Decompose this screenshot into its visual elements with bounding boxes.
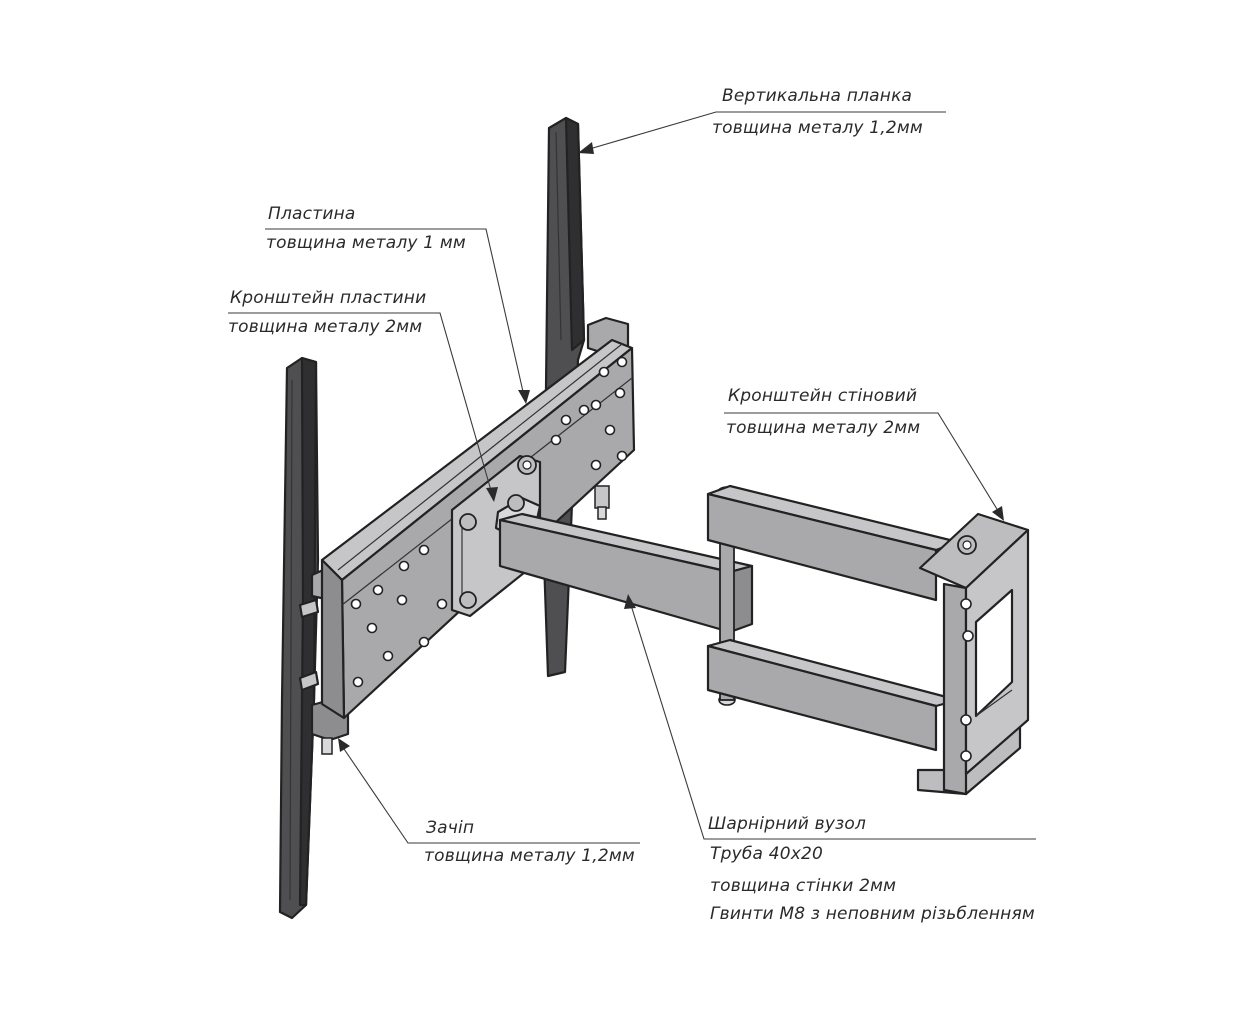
plate-name-label: Пластина <box>268 204 356 224</box>
latch-name-label: Зачіп <box>426 818 475 838</box>
wall-bracket-name-label: Кронштейн стіновий <box>728 386 918 406</box>
plate-spec-label: товщина металу 1 мм <box>266 233 466 253</box>
bolt-nuts <box>459 455 537 609</box>
wall-bracket <box>916 512 1030 796</box>
plate-bracket-spec-label: товщина металу 2мм <box>228 317 423 337</box>
hinge-screws-label: Гвинти М8 з неповним різьбленням <box>710 904 1035 924</box>
latch-spec-label: товщина металу 1,2мм <box>424 846 635 866</box>
vertical-bar-spec-label: товщина металу 1,2мм <box>712 118 923 138</box>
vertical-bar-name-label: Вертикальна планка <box>722 86 913 106</box>
hinge-name-label: Шарнірний вузол <box>708 814 867 834</box>
plate-bracket-name-label: Кронштейн пластини <box>230 288 427 308</box>
vertical-bar-front <box>278 356 320 920</box>
hinge-spec-label: товщина стінки 2мм <box>710 876 897 896</box>
wall-bracket-spec-label: товщина металу 2мм <box>726 418 921 438</box>
leader-lines <box>228 111 1036 844</box>
wall-arms <box>706 484 960 752</box>
latch-hooks <box>298 316 630 755</box>
hinge-tube-label: Труба 40x20 <box>710 844 824 864</box>
